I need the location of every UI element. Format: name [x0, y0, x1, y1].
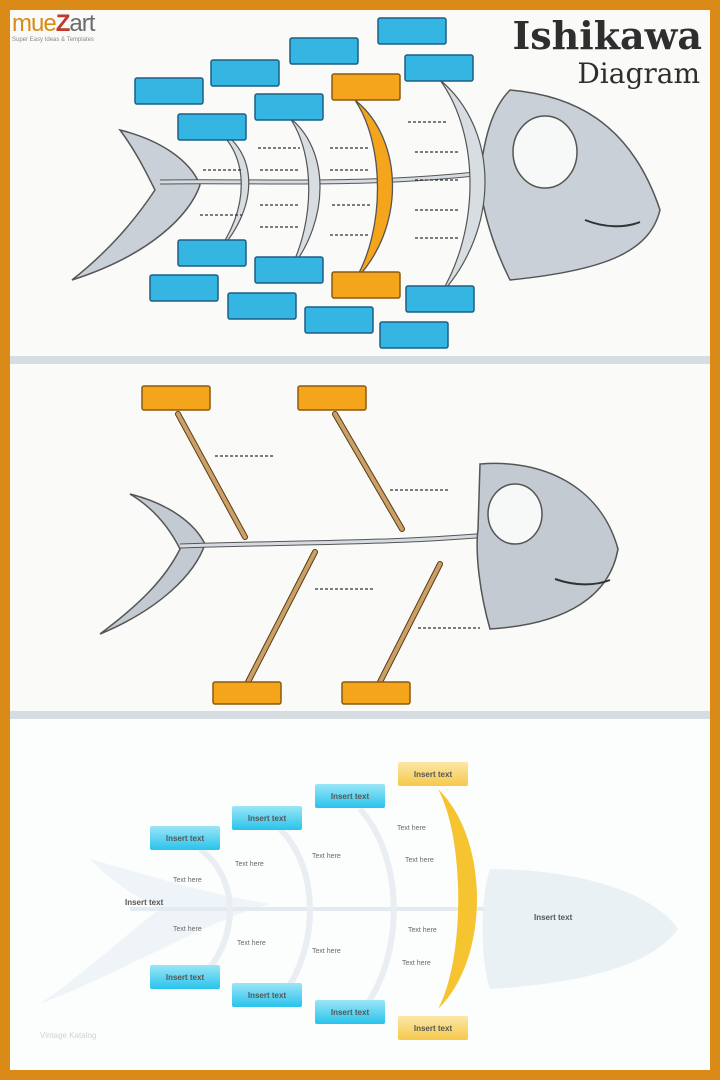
fish-spine: [179, 532, 501, 548]
head-label: Insert text: [534, 913, 573, 922]
cause-arrows: [200, 121, 458, 239]
separator-2: [10, 711, 710, 719]
sub-label: Text here: [173, 926, 202, 933]
fish-head: [476, 462, 619, 630]
fish-mouth: [584, 219, 641, 228]
title-line-1: Ishikawa: [512, 13, 702, 58]
fish-eye: [487, 483, 543, 545]
box-label: Insert text: [331, 1008, 370, 1017]
brand-tagline: Super Easy Ideas & Templates: [12, 37, 94, 43]
fishbone-panel-1: mueZart Super Easy Ideas & Templates Ish…: [10, 10, 710, 356]
sub-label: Text here: [312, 948, 341, 955]
main-cause-boxes: [331, 73, 401, 299]
sub-label: Text here: [237, 940, 266, 947]
fish-mouth: [554, 578, 611, 586]
brand-logo: mueZart: [12, 10, 95, 37]
brand: mueZart Super Easy Ideas & Templates: [12, 10, 95, 44]
fish-eye: [512, 115, 578, 189]
fishbone-panel-2: [10, 364, 710, 711]
ribs: [197, 806, 397, 1016]
fish-head: [482, 869, 678, 989]
watermark: Vintage Katalog: [40, 1031, 97, 1040]
fishbone-diagram-3: Insert text Insert text Insert text Inse…: [40, 762, 678, 1040]
cause-boxes: [141, 385, 411, 705]
sub-cause-labels: Text here Text here Text here Text here …: [173, 825, 437, 967]
fish-tail: [40, 859, 270, 1004]
fishbone-panel-3: Insert text Insert text Insert text Inse…: [10, 719, 710, 1070]
fishbone-diagram-1: [71, 17, 661, 349]
highlight-rib: [354, 99, 393, 281]
sub-label: Text here: [312, 853, 341, 860]
cause-boxes: [134, 17, 475, 349]
box-labels: Insert text Insert text Insert text Inse…: [166, 770, 453, 1033]
highlight-rib: [438, 789, 477, 1009]
box-label: Insert text: [166, 834, 205, 843]
separator-1: [10, 356, 710, 364]
box-label: Insert text: [414, 1024, 453, 1033]
cause-boxes: [150, 784, 385, 1024]
title-line-2: Diagram: [577, 57, 700, 90]
sub-label: Text here: [408, 927, 437, 934]
fishbone-diagram-2: [99, 385, 619, 705]
tail-label: Insert text: [125, 898, 164, 907]
box-label: Insert text: [414, 770, 453, 779]
sub-label: Text here: [397, 825, 426, 832]
sub-label: Text here: [402, 960, 431, 967]
box-label: Insert text: [331, 792, 370, 801]
sub-label: Text here: [235, 861, 264, 868]
fish-tail: [99, 493, 206, 635]
box-label: Insert text: [248, 991, 287, 1000]
box-label: Insert text: [248, 814, 287, 823]
cause-arrows: [215, 455, 480, 629]
main-cause-boxes: [398, 762, 468, 1040]
sub-label: Text here: [173, 877, 202, 884]
fish-head: [479, 89, 661, 281]
sub-label: Text here: [405, 857, 434, 864]
fish-tail: [71, 128, 201, 281]
box-label: Insert text: [166, 973, 205, 982]
